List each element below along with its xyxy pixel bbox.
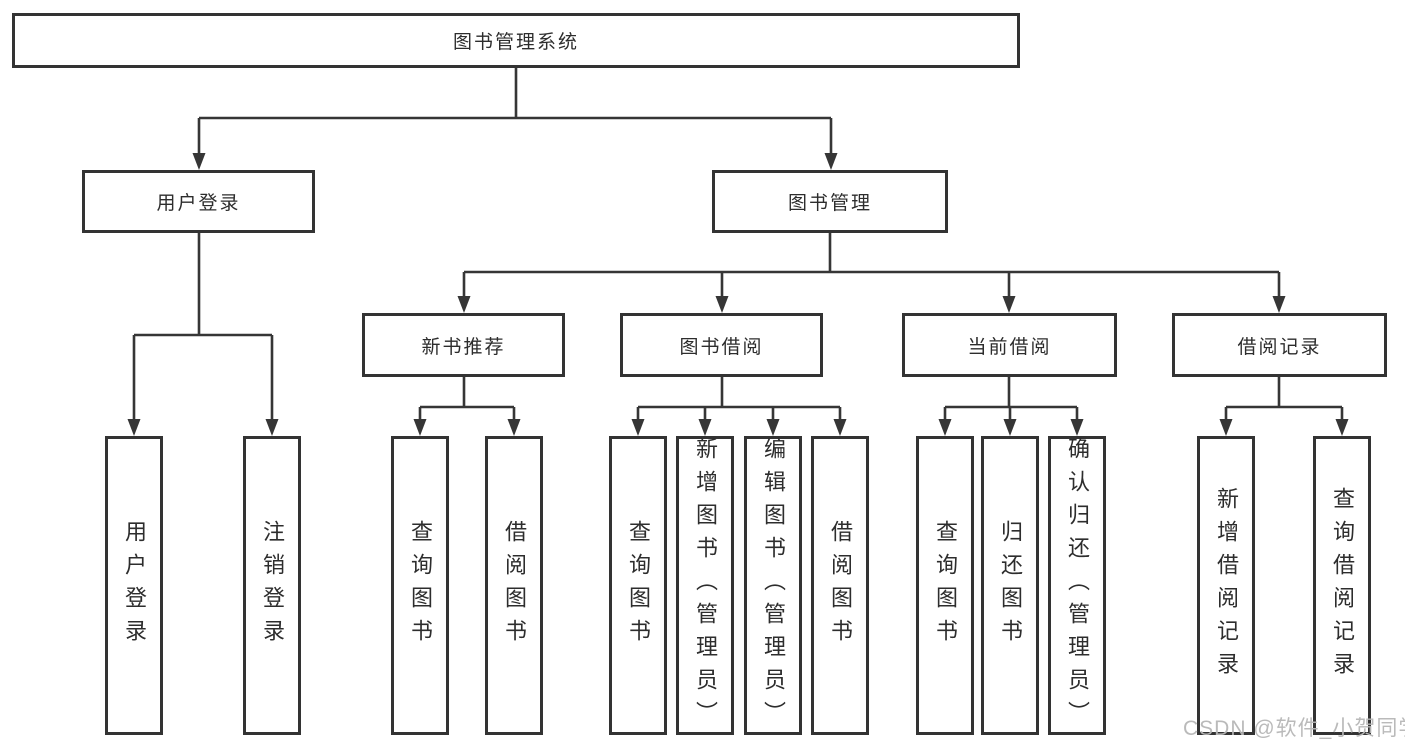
node-borrow-records: 借阅记录: [1172, 313, 1387, 377]
node-root: 图书管理系统: [12, 13, 1020, 68]
node-root-label: 图书管理系统: [452, 32, 579, 53]
leaf-return-book: 归还图书: [981, 436, 1039, 735]
node-book-mgmt-label: 图书管理: [787, 193, 872, 214]
node-user-login-label: 用户登录: [156, 193, 241, 214]
leaf-borrow-book-under-book-borrow: 借阅图书: [811, 436, 869, 735]
connector-root-to-level2: [192, 68, 838, 170]
leaf-query-borrow-record: 查询借阅记录: [1313, 436, 1371, 735]
node-book-borrow-label: 图书借阅: [679, 336, 764, 358]
leaf-logout: 注销登录: [243, 436, 301, 735]
node-new-book-rec-label: 新书推荐: [421, 336, 506, 358]
connector-borrow-records-children: [1219, 377, 1349, 436]
connector-book-borrow-children: [631, 377, 847, 436]
csdn-watermark: CSDN @软件_小贺同学: [1183, 717, 1405, 740]
node-book-mgmt: 图书管理: [712, 170, 948, 233]
connector-user-login-children: [127, 233, 279, 436]
leaf-borrow-book-under-new-book-rec: 借阅图书: [485, 436, 543, 735]
connector-new-book-rec-children: [413, 377, 521, 436]
node-book-borrow: 图书借阅: [620, 313, 823, 377]
leaf-borrow-book-label: 借阅图书: [502, 519, 527, 652]
leaf-add-borrow-record: 新增借阅记录: [1197, 436, 1255, 735]
connector-book-mgmt-children: [457, 233, 1286, 313]
leaf-query-book-under-current-borrow: 查询图书: [916, 436, 974, 735]
leaf-query-book-label: 查询图书: [408, 519, 433, 652]
leaf-return-book-label: 归还图书: [998, 519, 1023, 652]
leaf-query-borrow-record-label: 查询借阅记录: [1330, 486, 1355, 685]
leaf-borrow-book-label: 借阅图书: [828, 519, 853, 652]
node-user-login: 用户登录: [82, 170, 315, 233]
node-new-book-rec: 新书推荐: [362, 313, 565, 377]
leaf-query-book-under-book-borrow: 查询图书: [609, 436, 667, 735]
leaf-add-book-admin-label: 新增图书（管理员）: [693, 437, 718, 734]
leaf-confirm-return-admin: 确认归还（管理员）: [1048, 436, 1106, 735]
leaf-confirm-return-admin-label: 确认归还（管理员）: [1065, 437, 1090, 734]
leaf-edit-book-admin-label: 编辑图书（管理员）: [761, 437, 786, 734]
connector-current-borrow-children: [938, 377, 1084, 436]
leaf-edit-book-admin: 编辑图书（管理员）: [744, 436, 802, 735]
leaf-query-book-label: 查询图书: [933, 519, 958, 652]
leaf-add-book-admin: 新增图书（管理员）: [676, 436, 734, 735]
leaf-query-book-under-new-book-rec: 查询图书: [391, 436, 449, 735]
node-borrow-records-label: 借阅记录: [1237, 336, 1322, 358]
node-current-borrow-label: 当前借阅: [967, 336, 1052, 358]
leaf-user-login-label: 用户登录: [122, 519, 147, 652]
leaf-user-login: 用户登录: [105, 436, 163, 735]
node-current-borrow: 当前借阅: [902, 313, 1117, 377]
leaf-query-book-label: 查询图书: [626, 519, 651, 652]
leaf-add-borrow-record-label: 新增借阅记录: [1214, 486, 1239, 685]
leaf-logout-label: 注销登录: [260, 519, 285, 652]
